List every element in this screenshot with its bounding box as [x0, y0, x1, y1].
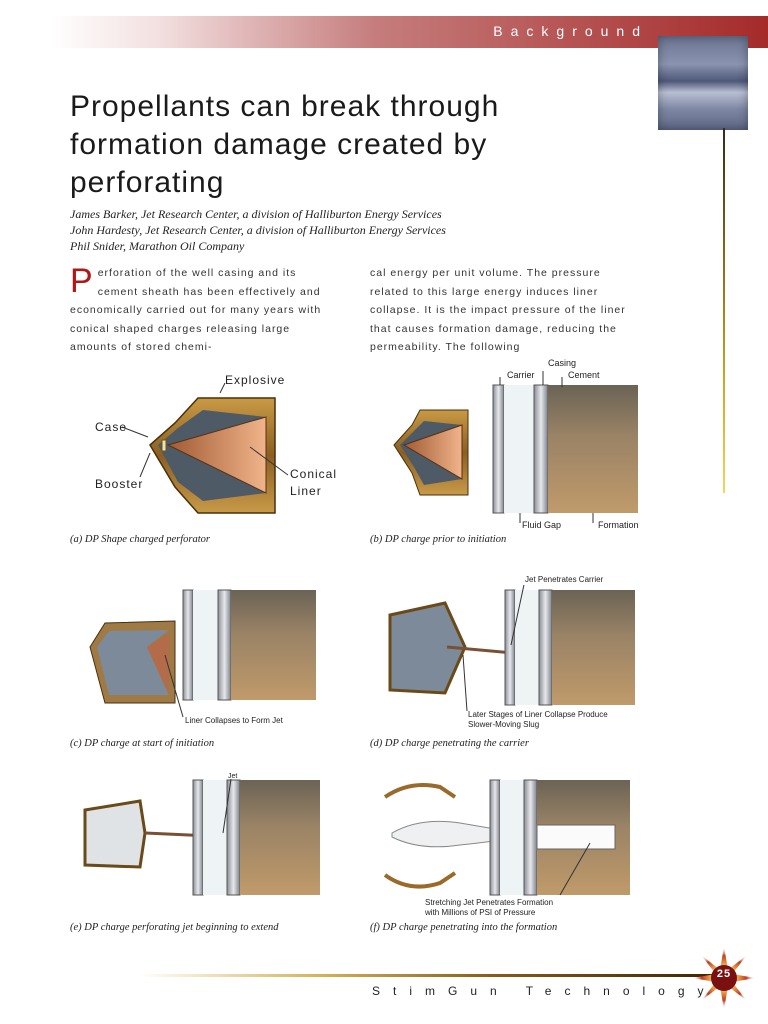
carrier-shape [489, 779, 501, 896]
header-band [50, 16, 768, 48]
label-casing: Casing [548, 358, 577, 368]
jet-shape [446, 645, 514, 655]
drop-cap: P [70, 262, 94, 300]
article-title: Propellants can break through formation … [70, 90, 500, 199]
caption-b: (b) DP charge prior to initiation [370, 534, 507, 545]
case-fragment-top [383, 783, 457, 799]
body-column-right: cal energy per unit volume. The pressure… [370, 267, 626, 353]
liner-shape [402, 424, 463, 480]
charge-shape [83, 799, 147, 869]
caption-d: (d) DP charge penetrating the carrier [370, 738, 529, 749]
leader-booster [139, 452, 151, 478]
header-photo [658, 36, 748, 130]
caption-f: (f) DP charge penetrating into the forma… [370, 922, 558, 933]
footer-text: StimGun Technology [372, 984, 717, 998]
charge-shape [388, 601, 467, 695]
note-f-2: with Millions of PSI of Pressure [425, 908, 536, 917]
liner-shape [166, 416, 267, 494]
author-line: Phil Snider, Marathon Oil Company [70, 239, 245, 253]
label-liner: Liner [290, 484, 322, 498]
casing-shape [538, 589, 553, 706]
carrier-shape [182, 589, 194, 701]
caption-a: (a) DP Shape charged perforator [70, 534, 210, 545]
label-conical: Conical [290, 467, 338, 481]
formation-shape [552, 590, 635, 705]
body-text: erforation of the well casing and its ce… [70, 267, 322, 353]
casing-shape [217, 589, 232, 701]
footer-line [140, 974, 730, 977]
case-fragment-bottom [383, 871, 457, 889]
perforation-tunnel [536, 824, 616, 850]
label-cement: Cement [568, 370, 600, 380]
decorative-vertical-line [723, 128, 725, 493]
note-d-top: Jet Penetrates Carrier [525, 575, 604, 584]
figure-c-diagram [89, 589, 316, 718]
author-line: James Barker, Jet Research Center, a div… [70, 207, 442, 221]
explosive-shape [97, 630, 169, 695]
carrier-shape [192, 779, 204, 896]
label-fluid-gap: Fluid Gap [522, 520, 562, 530]
carrier-shape [492, 384, 505, 514]
label-booster: Booster [95, 477, 144, 491]
formation-shape [548, 385, 638, 513]
note-e: Jet [228, 773, 238, 780]
body-column-left: P erforation of the well casing and its … [70, 264, 335, 357]
figure-d-diagram [388, 585, 635, 712]
author-line: John Hardesty, Jet Research Center, a di… [70, 223, 446, 237]
figure-a-diagram [121, 382, 289, 514]
leader-case [121, 426, 149, 438]
figure-f-diagram [383, 779, 630, 896]
leader-explosive [219, 382, 226, 394]
label-explosive: Explosive [225, 373, 286, 387]
figure-e-diagram [83, 778, 320, 896]
page-number: 25 [716, 968, 732, 980]
note-c: Liner Collapses to Form Jet [185, 716, 283, 725]
note-d-bottom-2: Slower-Moving Slug [468, 720, 540, 729]
note-d-bottom-1: Later Stages of Liner Collapse Produce [468, 710, 608, 719]
booster-shape [161, 439, 167, 452]
caption-c: (c) DP charge at start of initiation [70, 738, 215, 749]
figure-b-diagram [393, 371, 638, 523]
page-number-burst [692, 946, 756, 1010]
casing-shape [523, 779, 538, 896]
casing-shape [226, 779, 241, 896]
fluid-gap-shape [504, 385, 534, 513]
liner-shape [147, 633, 169, 695]
casing-shape [533, 384, 549, 514]
note-f-1: Stretching Jet Penetrates Formation [425, 898, 554, 907]
formation-shape [240, 780, 320, 895]
label-case: Case [95, 420, 128, 434]
author-list: James Barker, Jet Research Center, a div… [70, 206, 446, 254]
caption-e: (e) DP charge perforating jet beginning … [70, 922, 279, 933]
leader-liner [249, 446, 289, 476]
carrier-shape [504, 589, 516, 706]
formation-shape [231, 590, 316, 700]
label-carrier: Carrier [507, 370, 535, 380]
section-label: Background [493, 23, 648, 39]
label-formation: Formation [598, 520, 639, 530]
